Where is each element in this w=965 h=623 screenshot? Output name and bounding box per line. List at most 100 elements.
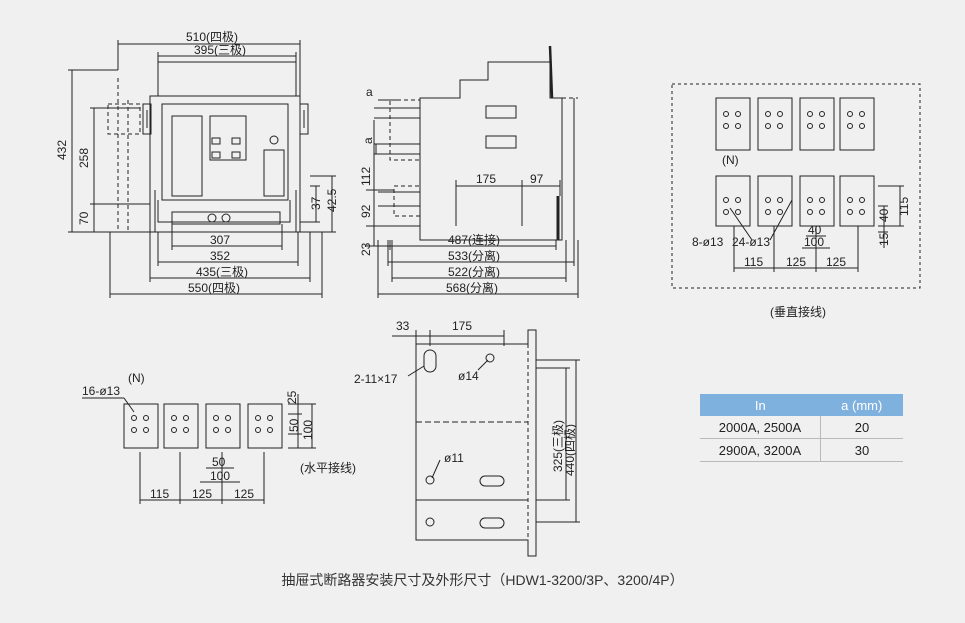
- dim-175-side: 175: [476, 172, 496, 186]
- label-hole-11: ø11: [444, 451, 464, 465]
- dim-92: 92: [359, 204, 373, 218]
- terminal-hole: [859, 111, 865, 117]
- label-hole-14: ø14: [458, 369, 479, 383]
- dim-33: 33: [396, 319, 410, 333]
- dim-125-h-b: 125: [234, 487, 254, 501]
- dim-440: 440(四极): [563, 424, 577, 476]
- dim-70: 70: [77, 211, 91, 225]
- terminal-block: [799, 97, 835, 151]
- terminal-block: [715, 175, 751, 227]
- vertical-wiring: [671, 83, 921, 289]
- terminal-block: [839, 175, 875, 227]
- dim-25: 25: [285, 390, 299, 404]
- terminal-block: [757, 97, 793, 151]
- dim-258: 258: [77, 148, 91, 168]
- dim-533: 533(分离): [448, 248, 500, 263]
- dim-42-5: 42.5: [325, 188, 339, 212]
- dim-435: 435(三极): [196, 265, 248, 279]
- terminal-hole: [765, 209, 771, 215]
- terminal-block: [799, 175, 835, 227]
- terminal-hole: [765, 123, 771, 129]
- terminal-hole: [171, 415, 177, 421]
- label-horizontal-wiring: (水平接线): [300, 460, 356, 475]
- terminal-hole: [777, 111, 783, 117]
- label-n-vertical: (N): [722, 153, 739, 167]
- dim-50-h: 50: [287, 418, 301, 432]
- terminal-hole: [777, 123, 783, 129]
- terminal-hole: [143, 427, 149, 433]
- terminal-hole: [859, 123, 865, 129]
- terminal-hole: [267, 415, 273, 421]
- terminal-block: [757, 175, 793, 227]
- table-cell: 20: [820, 416, 903, 439]
- dim-115-pitch: 115: [744, 255, 763, 269]
- terminal-hole: [131, 427, 137, 433]
- terminal-hole: [819, 197, 825, 203]
- terminal-hole: [183, 427, 189, 433]
- table-row: 2000A, 2500A 20: [700, 416, 903, 439]
- terminal-hole: [143, 415, 149, 421]
- dim-522: 522(分离): [448, 264, 500, 279]
- dim-125-a: 125: [786, 255, 806, 269]
- dim-568: 568(分离): [446, 280, 498, 295]
- label-8-holes: 8-ø13: [692, 235, 724, 249]
- dim-325: 325(三极): [551, 420, 565, 472]
- terminal-hole: [765, 197, 771, 203]
- dim-a-side: a: [361, 137, 375, 144]
- dim-100-v: 100: [804, 235, 824, 249]
- dim-125-h-a: 125: [192, 487, 212, 501]
- dim-115-h: 115: [150, 487, 169, 501]
- table-row: 2900A, 3200A 30: [700, 438, 903, 462]
- dim-100-w: 100: [210, 469, 230, 483]
- dim-50-w: 50: [212, 455, 226, 469]
- dim-23: 23: [359, 242, 373, 256]
- dim-487: 487(连接): [448, 232, 500, 247]
- terminal-hole: [213, 427, 219, 433]
- terminal-hole: [859, 209, 865, 215]
- terminal-block: [839, 97, 875, 151]
- terminal-hole: [225, 415, 231, 421]
- terminal-hole: [807, 111, 813, 117]
- terminal-hole: [735, 111, 741, 117]
- terminal-hole: [847, 111, 853, 117]
- terminal-block: [163, 403, 199, 449]
- label-24-holes: 24-ø13: [732, 235, 770, 249]
- terminal-hole: [131, 415, 137, 421]
- dim-15: 15: [877, 232, 891, 246]
- terminal-hole: [859, 197, 865, 203]
- terminal-hole: [819, 209, 825, 215]
- dim-307: 307: [210, 233, 230, 247]
- dim-395: 395(三极): [194, 43, 246, 57]
- dim-432: 432: [55, 140, 69, 160]
- terminal-hole: [255, 427, 261, 433]
- terminal-hole: [735, 209, 741, 215]
- side-view: [366, 45, 579, 298]
- dim-175-mount: 175: [452, 319, 472, 333]
- dim-352: 352: [210, 249, 230, 263]
- terminal-hole: [819, 123, 825, 129]
- terminal-hole: [225, 427, 231, 433]
- terminal-hole: [171, 427, 177, 433]
- terminal-hole: [847, 197, 853, 203]
- terminal-hole: [807, 123, 813, 129]
- dim-a-top: a: [366, 85, 373, 99]
- terminal-hole: [807, 197, 813, 203]
- terminal-hole: [777, 197, 783, 203]
- terminal-hole: [735, 123, 741, 129]
- label-vertical-wiring: (垂直接线): [770, 304, 826, 319]
- mounting-plate: [392, 329, 580, 557]
- dim-40-h: 40: [808, 223, 822, 237]
- terminal-hole: [847, 209, 853, 215]
- dim-97: 97: [530, 172, 544, 186]
- terminal-block: [247, 403, 283, 449]
- table-cell: 2000A, 2500A: [700, 416, 821, 439]
- terminal-hole: [723, 197, 729, 203]
- rating-table: In a (mm) 2000A, 2500A 20 2900A, 3200A 3…: [700, 394, 903, 462]
- terminal-hole: [807, 209, 813, 215]
- table-cell: 2900A, 3200A: [700, 438, 821, 462]
- dim-115-v: 115: [897, 197, 911, 216]
- horizontal-wiring: [82, 394, 316, 504]
- terminal-hole: [723, 209, 729, 215]
- terminal-hole: [735, 197, 741, 203]
